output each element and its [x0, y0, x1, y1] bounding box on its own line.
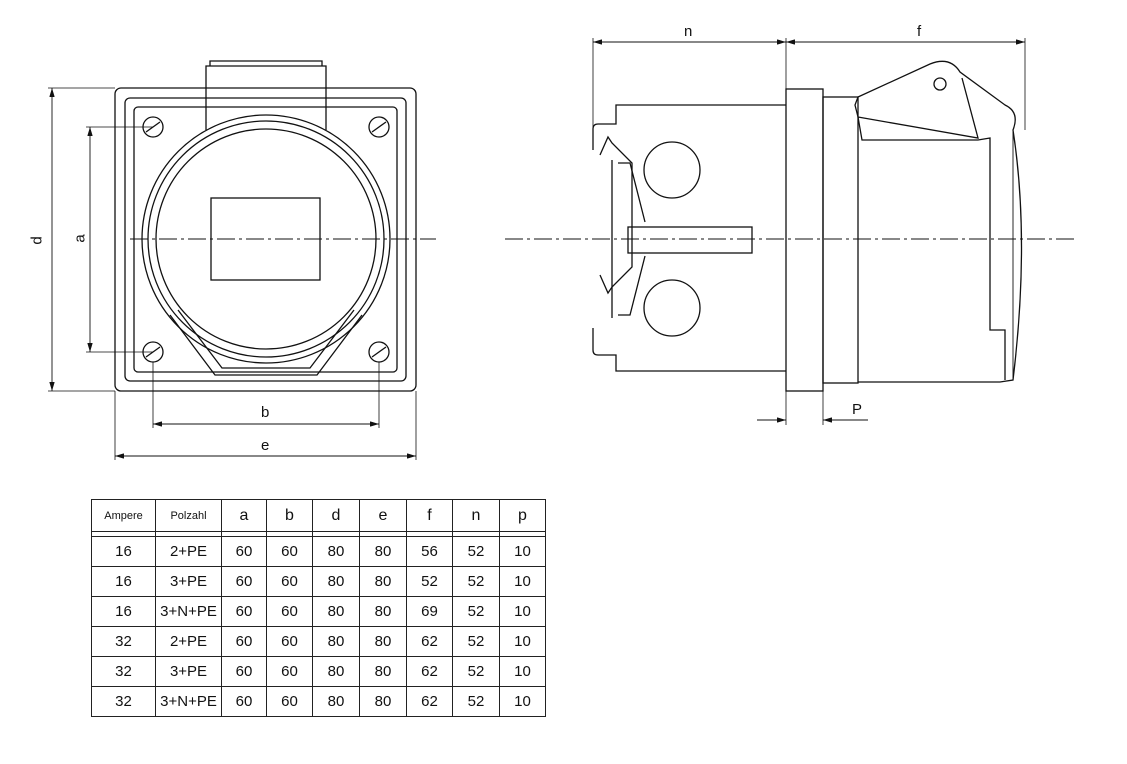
side-view — [505, 38, 1077, 425]
table-cell: 16 — [91, 566, 156, 597]
table-cell: 3+N+PE — [155, 686, 222, 717]
table-cell: 16 — [91, 596, 156, 627]
table-cell: 10 — [499, 536, 546, 567]
table-cell: 52 — [452, 656, 500, 687]
dim-label-b: b — [261, 404, 270, 421]
table-cell: 3+N+PE — [155, 596, 222, 627]
header-d: d — [312, 499, 360, 532]
table-cell: 60 — [221, 596, 267, 627]
dim-label-e: e — [261, 437, 270, 454]
header-b: b — [266, 499, 313, 532]
table-cell: 80 — [359, 686, 407, 717]
table-cell: 16 — [91, 536, 156, 567]
table-cell: 60 — [266, 536, 313, 567]
table-cell: 62 — [406, 626, 453, 657]
table-cell: 80 — [312, 536, 360, 567]
table-cell: 52 — [452, 536, 500, 567]
table-cell: 32 — [91, 686, 156, 717]
table-cell: 80 — [359, 656, 407, 687]
table-cell: 52 — [452, 596, 500, 627]
table-cell: 60 — [221, 686, 267, 717]
table-cell: 60 — [266, 686, 313, 717]
table-cell: 10 — [499, 686, 546, 717]
header-p: p — [499, 499, 546, 532]
table-cell: 3+PE — [155, 656, 222, 687]
header-n: n — [452, 499, 500, 532]
table-cell: 69 — [406, 596, 453, 627]
table-cell: 80 — [312, 596, 360, 627]
table-cell: 52 — [452, 686, 500, 717]
table-cell: 62 — [406, 686, 453, 717]
table-cell: 32 — [91, 626, 156, 657]
dim-label-p: P — [852, 401, 863, 418]
table-cell: 3+PE — [155, 566, 222, 597]
header-a: a — [221, 499, 267, 532]
table-cell: 60 — [266, 596, 313, 627]
table-cell: 10 — [499, 656, 546, 687]
dim-label-d: d — [28, 236, 46, 245]
table-cell: 10 — [499, 596, 546, 627]
table-cell: 80 — [359, 626, 407, 657]
table-cell: 80 — [312, 686, 360, 717]
table-cell: 32 — [91, 656, 156, 687]
table-cell: 80 — [359, 536, 407, 567]
header-polzahl: Polzahl — [155, 499, 222, 532]
table-cell: 80 — [359, 566, 407, 597]
table-cell: 80 — [312, 626, 360, 657]
table-cell: 2+PE — [155, 536, 222, 567]
table-cell: 60 — [266, 656, 313, 687]
table-cell: 60 — [221, 536, 267, 567]
table-cell: 60 — [266, 626, 313, 657]
table-cell: 60 — [221, 656, 267, 687]
table-cell: 80 — [359, 596, 407, 627]
table-cell: 80 — [312, 656, 360, 687]
screw-icons — [142, 116, 390, 363]
table-cell: 60 — [266, 566, 313, 597]
table-cell: 2+PE — [155, 626, 222, 657]
table-header-row: Ampere Polzahl a b d e f n p — [91, 499, 546, 532]
front-view — [48, 60, 436, 460]
table-cell: 52 — [452, 566, 500, 597]
header-ampere: Ampere — [91, 499, 156, 532]
table-cell: 62 — [406, 656, 453, 687]
table-cell: 10 — [499, 626, 546, 657]
table-cell: 52 — [452, 626, 500, 657]
table-cell: 80 — [312, 566, 360, 597]
header-f: f — [406, 499, 453, 532]
table-cell: 10 — [499, 566, 546, 597]
dim-label-a: a — [71, 234, 89, 243]
dim-label-n: n — [684, 23, 693, 40]
table-cell: 56 — [406, 536, 453, 567]
dim-label-f: f — [917, 23, 922, 40]
table-cell: 60 — [221, 566, 267, 597]
header-e: e — [359, 499, 407, 532]
table-cell: 60 — [221, 626, 267, 657]
table-cell: 52 — [406, 566, 453, 597]
